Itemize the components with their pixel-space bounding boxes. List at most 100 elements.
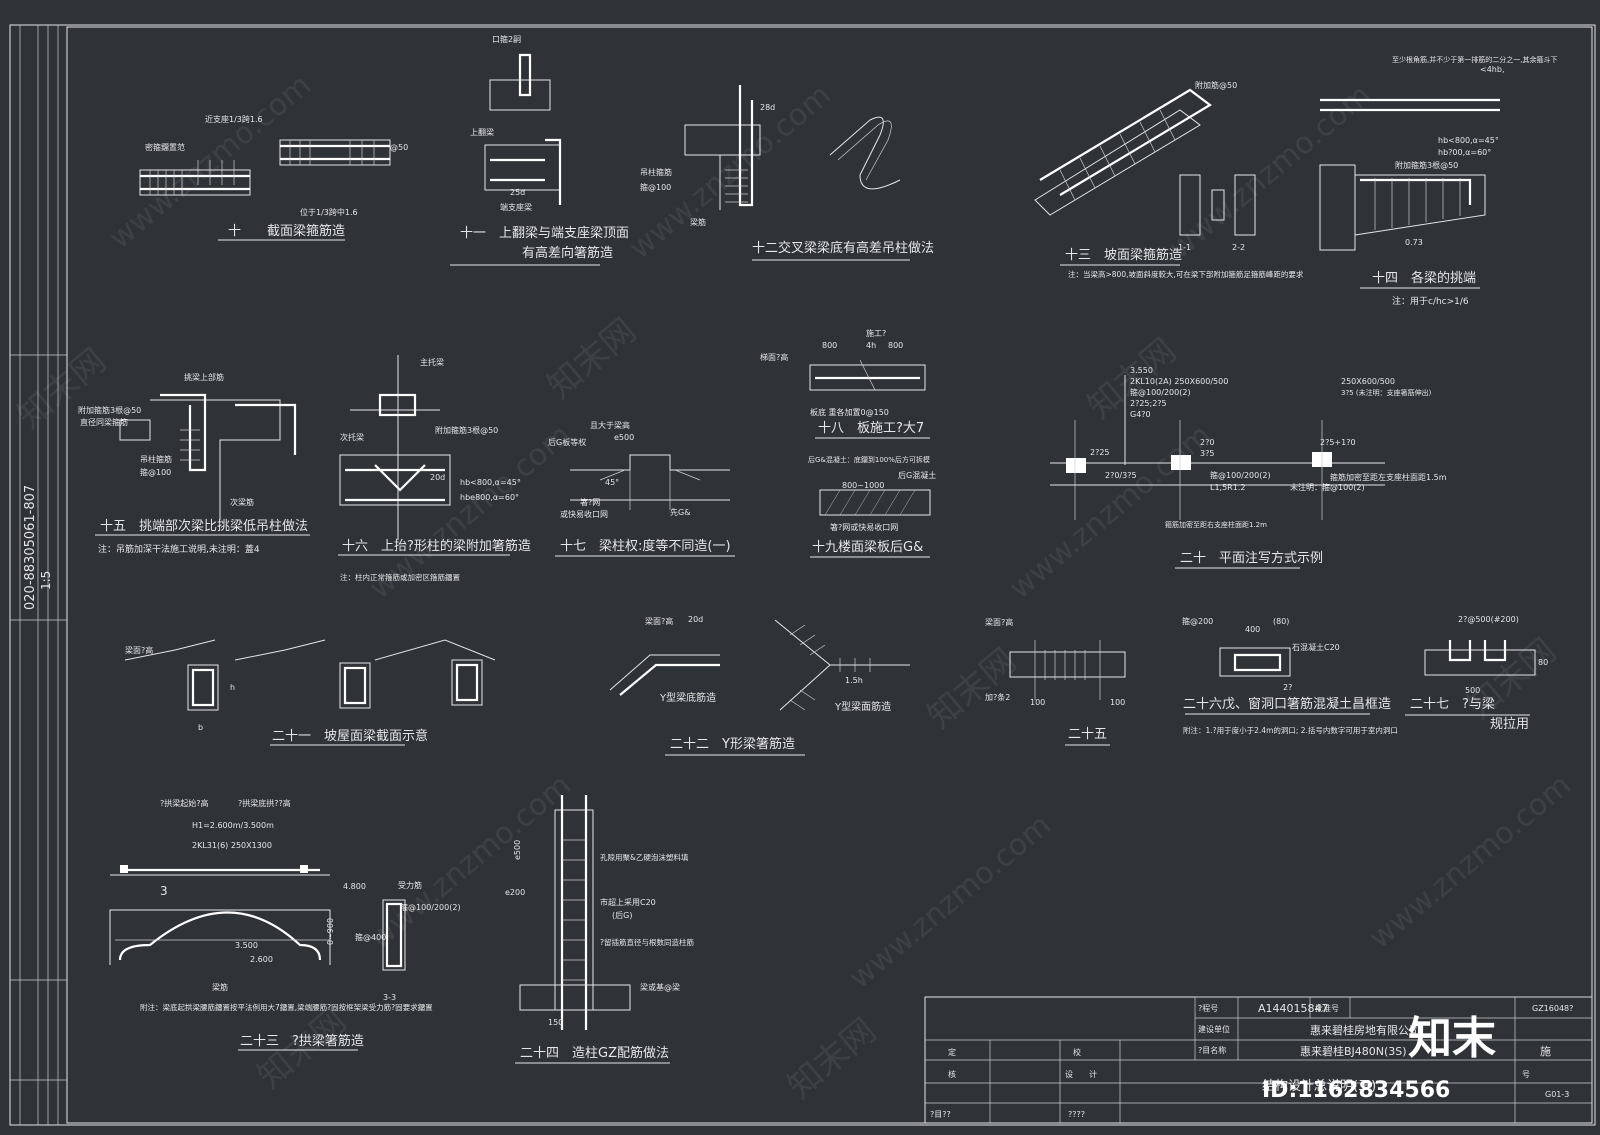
label: 0.73 <box>1405 238 1423 247</box>
label: 次托梁 <box>340 432 364 442</box>
label: 100 <box>1030 698 1045 707</box>
label: 80 <box>1538 658 1548 667</box>
watermark-cn: 知末网 <box>920 641 1024 737</box>
row-label: 定 <box>948 1047 956 1057</box>
label: 受力筋 <box>398 880 422 890</box>
label: b <box>198 723 203 732</box>
detail-14: 至少根角筋,并不少于第一排筋的二分之一,其余箍斗下 <4hb, hb<800,α… <box>1319 55 1557 307</box>
watermark-en: www.znzmo.com <box>1003 418 1218 607</box>
label: 2?25 <box>1090 448 1110 457</box>
detail-note: 注：吊筋加深干法施工说明,未注明：蓋4 <box>98 543 260 555</box>
label: 后G板等权 <box>548 437 586 447</box>
watermark-cn: 知末网 <box>540 311 644 407</box>
label: 250X600/500 <box>1341 377 1395 386</box>
label: 800 <box>822 341 837 350</box>
detail-title: 十九楼面梁板后G& <box>812 540 923 555</box>
label: 位于1/3跨中1.6 <box>300 207 358 217</box>
label: 或快易收口网 <box>560 509 608 519</box>
label: 2?25;2?5 <box>1130 399 1167 408</box>
id-watermark: ID:1162834566 <box>1262 1078 1450 1103</box>
label: Y型梁面筋造 <box>834 700 891 713</box>
label: 未注明：箍@100(2) <box>1290 482 1365 492</box>
label: 石混凝土C20 <box>1292 642 1340 652</box>
label: 箸?网 <box>580 497 600 507</box>
detail-note: 注：当梁高>800,坡面斜度較大,可在梁下部附加箍筋足箍筋峰距的要求 <box>1068 269 1304 279</box>
detail-27: 2?@500(#200) 500 80 二十七 ?与梁 规拉用 <box>1405 615 1548 732</box>
detail-25: 梁面?高 加?条2 100 100 二十五 <box>985 617 1126 746</box>
label: 箍@100/200(2) <box>1210 470 1271 480</box>
sheet-no: G01-3 <box>1545 1090 1569 1099</box>
detail-title: 二十 平面注写方式示例 <box>1180 550 1323 566</box>
label: 口箍2嗣 <box>492 34 521 44</box>
label: ?拱梁底拱??高 <box>238 798 291 808</box>
project-no-label: ?程号 <box>1198 1004 1218 1013</box>
label: 梁面?高 <box>125 645 153 655</box>
detail-title: 二十六戊、窗洞口箸筋混凝土昌框造 <box>1183 696 1391 712</box>
label: e500 <box>513 840 522 860</box>
label: 2-2 <box>1232 243 1245 252</box>
label: 箍@100/200(2) <box>400 902 461 912</box>
label: 2? <box>1283 683 1292 692</box>
label: 45° <box>605 478 619 487</box>
detail-13: 附加筋@50 1-1 2-2 十三 坡面梁箍筋造 注：当梁高>800,坡面斜度較… <box>1034 80 1304 279</box>
watermark-cn: 知末网 <box>780 1011 884 1107</box>
label: hb?00,α=60° <box>1438 148 1491 157</box>
label: 0~900 <box>326 918 335 945</box>
label: 且大于梁高 <box>590 420 630 430</box>
drawing-no: GZ16048? <box>1532 1004 1573 1013</box>
label: 直径同梁箍筋 <box>80 417 128 427</box>
label: <4hb, <box>1480 65 1504 74</box>
watermark-en: www.znzmo.com <box>363 768 578 957</box>
label: G4?0 <box>1130 410 1151 419</box>
label: @50 <box>390 143 408 152</box>
detail-title: 十七 梁柱权:度等不同造(一) <box>560 538 731 554</box>
label: 孔隙用聚&乙硬泡沫塑料填 <box>600 852 689 862</box>
row-label: ?目?? <box>930 1110 951 1119</box>
label: 附加箍筋3根@50 <box>1395 160 1458 170</box>
col-label: 设 计 <box>1065 1069 1097 1079</box>
label: 梁面?高 <box>985 617 1013 627</box>
label: 附加筋@50 <box>1195 80 1237 90</box>
inner-frame <box>66 26 1593 1124</box>
label: 2?0/3?5 <box>1105 471 1137 480</box>
label: 板底 重各加置0@150 <box>810 407 889 417</box>
detail-title: 二十一 坡屋面梁截面示意 <box>272 728 428 744</box>
label: 次梁筋 <box>230 497 254 507</box>
client-label: 建设单位 <box>1198 1024 1230 1034</box>
label: 2.600 <box>250 955 273 964</box>
label: 2KL31(6) 250X1300 <box>192 841 272 850</box>
label: 上翻梁 <box>470 128 494 137</box>
label: 箍@100 <box>140 467 171 477</box>
sheet-no-label: 号 <box>1522 1070 1530 1079</box>
detail-21: 梁面?高 b h 二十一 坡屋面梁截面示意 <box>124 639 496 746</box>
label: Y型梁底筋造 <box>659 691 716 704</box>
col-label: ???? <box>1068 1110 1085 1119</box>
label: 400 <box>1245 625 1260 634</box>
label: 梁筋 <box>690 217 706 227</box>
label: 3 <box>160 884 168 898</box>
label: 先G& <box>670 507 690 517</box>
label: 后G混凝土 <box>898 470 936 480</box>
label: 密箍鐂置范 <box>145 142 185 152</box>
label: e200 <box>505 888 525 897</box>
label: 吊柱箍筋 <box>640 167 672 177</box>
label: hb<800,α=45° <box>1438 136 1499 145</box>
detail-15: 挑梁上部筋 附加箍筋3根@50 直径同梁箍筋 吊柱箍筋 箍@100 次梁筋 十五… <box>78 372 310 555</box>
project-name: 惠来碧桂BJ480N(3S) <box>1300 1044 1407 1058</box>
label: 吊柱箍筋 <box>140 454 172 464</box>
label: 3?5 <box>1200 449 1214 458</box>
col-label: 校 <box>1073 1047 1081 1057</box>
label: 4.800 <box>343 882 366 891</box>
label: 100 <box>1110 698 1125 707</box>
brand-watermark: 知末 <box>1408 1013 1496 1064</box>
detail-26: 箍@200 (80) 400 石混凝土C20 2? 二十六戊、窗洞口箸筋混凝土昌… <box>1182 616 1398 735</box>
label: (后G) <box>612 910 632 920</box>
label: 主托梁 <box>420 357 444 367</box>
label: 箍@400 <box>355 932 386 942</box>
label: 20d <box>688 615 703 624</box>
detail-18: 梯面?高 800 施工? 4h 800 板底 重各加置0@150 十八 板施工?… <box>760 328 930 439</box>
label: 20d <box>430 473 445 482</box>
detail-title: 十一 上翻梁与端支座梁顶面 <box>460 226 629 241</box>
detail-17: 且大于梁高 e500 后G板等权 45° 箸?网 或快易收口网 先G& 十七 梁… <box>548 420 735 557</box>
label: 箍@100/200(2) <box>1130 387 1191 397</box>
